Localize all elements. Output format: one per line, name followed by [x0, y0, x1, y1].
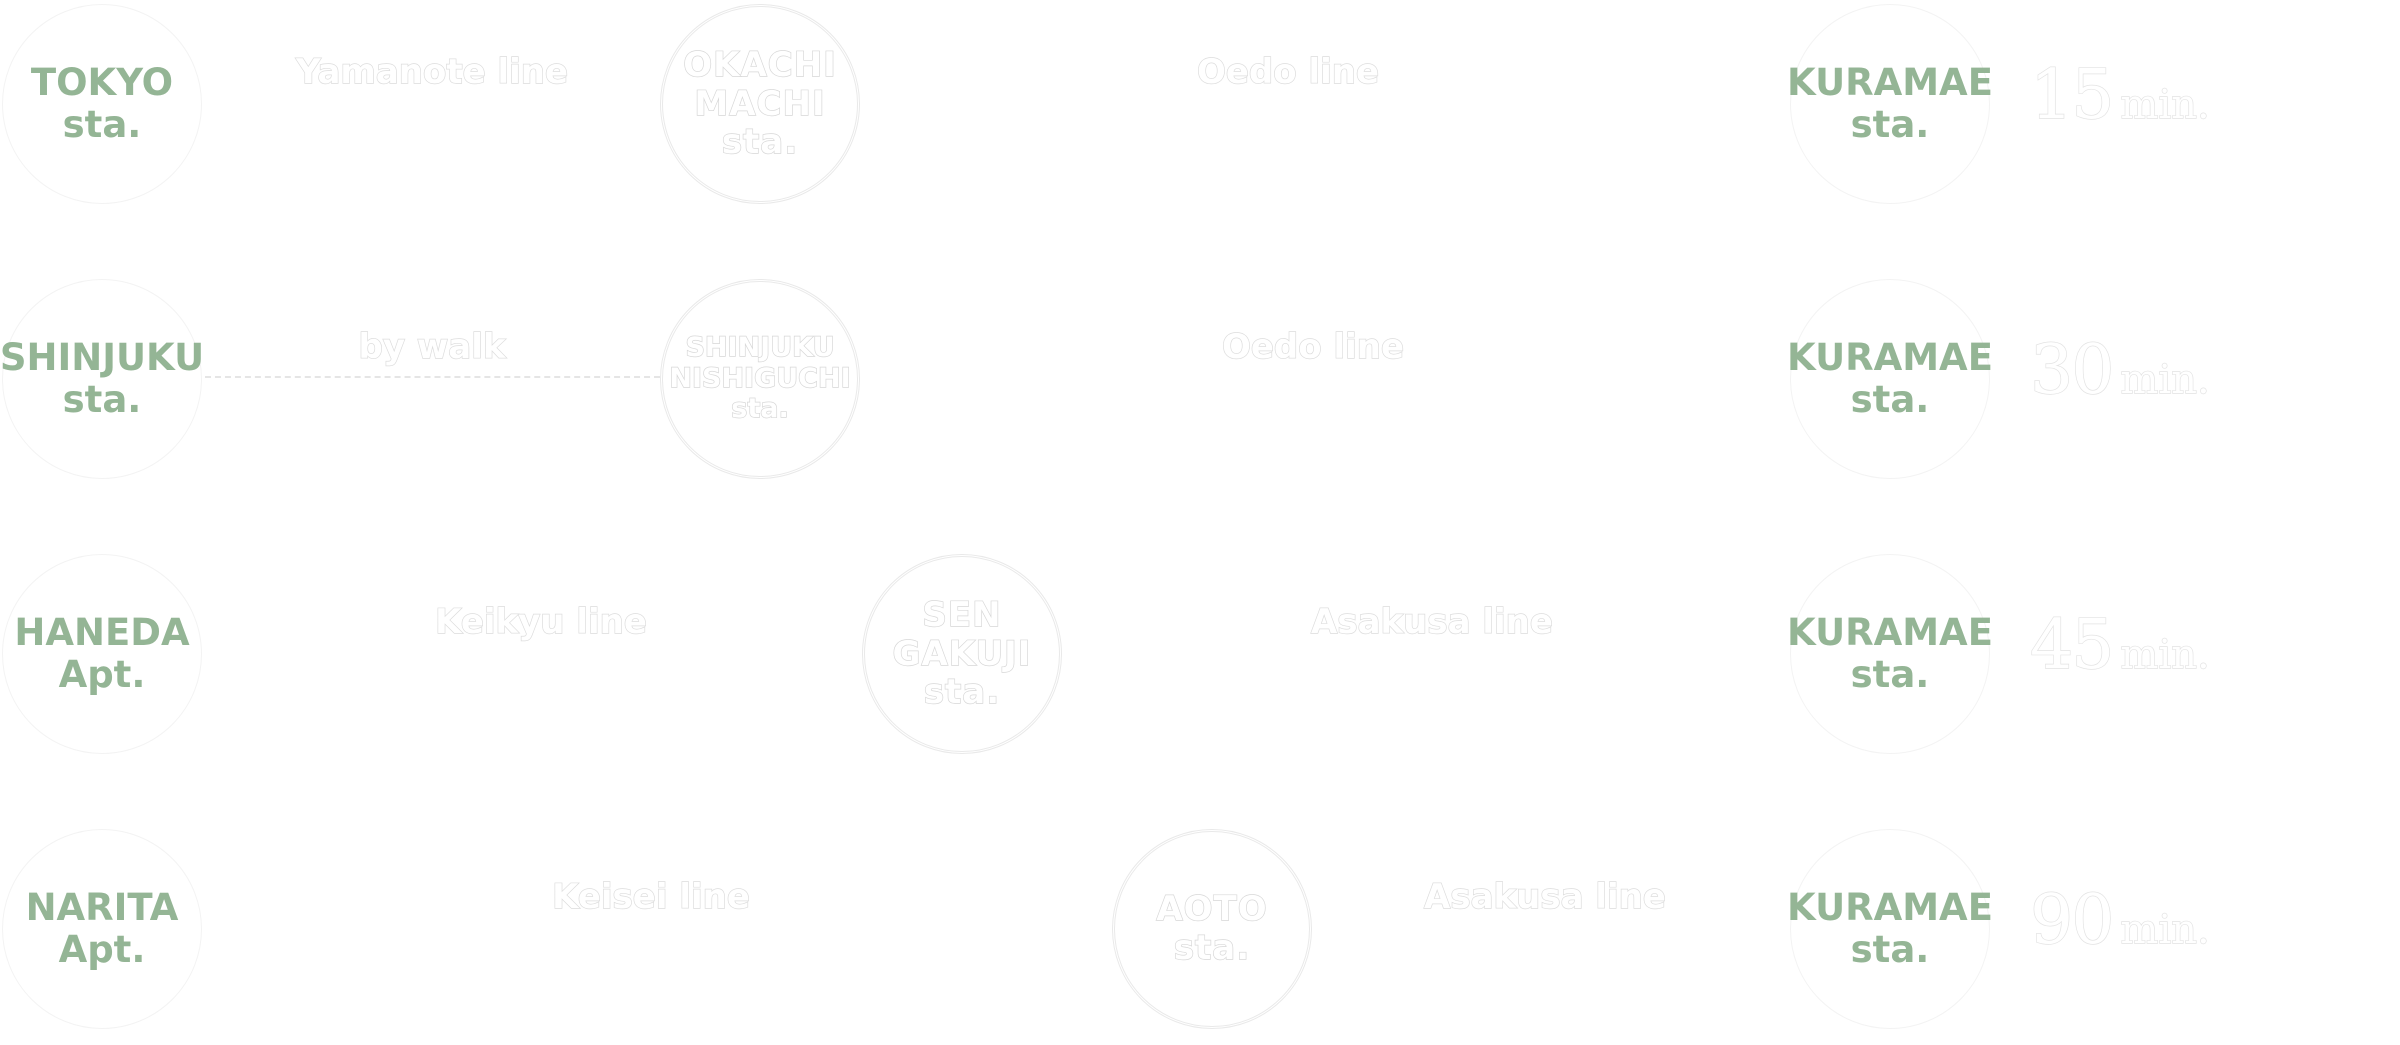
origin-station-narita: NARITA Apt. [2, 829, 202, 1029]
destination-name: KURAMAE [1787, 335, 1993, 379]
walking-path-line [205, 376, 660, 378]
leg-label-2: Oedo line [1221, 326, 1405, 367]
travel-time-value: 30 [2029, 330, 2115, 410]
route-shinjuku: SHINJUKU sta. by walk SHINJUKU NISHIGUCH… [0, 275, 2400, 495]
origin-suffix: Apt. [58, 928, 146, 971]
destination-suffix: sta. [1850, 103, 1930, 146]
leg-label-1: Yamanote line [295, 51, 569, 92]
leg-label-1: by walk [358, 326, 506, 367]
destination-suffix: sta. [1850, 378, 1930, 421]
transfer-line-1: SHINJUKU [685, 331, 835, 363]
origin-station-haneda: HANEDA Apt. [2, 554, 202, 754]
route-haneda: HANEDA Apt. Keikyu line SEN GAKUJI sta. … [0, 550, 2400, 770]
origin-station-tokyo: TOKYO sta. [2, 4, 202, 204]
transfer-line-3: sta. [731, 393, 790, 425]
leg-label-2: Asakusa line [1310, 601, 1553, 642]
transfer-line-3: sta. [721, 122, 799, 163]
transfer-line-2: NISHIGUCHI [669, 362, 852, 394]
destination-station: KURAMAE sta. [1787, 279, 1993, 479]
transfer-line-3: sta. [923, 672, 1001, 713]
origin-name: HANEDA [14, 610, 190, 654]
origin-suffix: sta. [62, 378, 142, 421]
travel-time-value: 90 [2029, 880, 2115, 960]
leg-label-2: Oedo line [1196, 51, 1380, 92]
travel-time-unit: min. [2120, 81, 2211, 128]
destination-name: KURAMAE [1787, 610, 1993, 654]
transfer-line-1: SEN [922, 594, 1002, 635]
destination-station: KURAMAE sta. [1787, 4, 1993, 204]
origin-station-shinjuku: SHINJUKU sta. [0, 279, 205, 479]
travel-time-value: 15 [2029, 55, 2115, 135]
travel-time-unit: min. [2120, 356, 2211, 403]
transfer-station: AOTO sta. [1112, 829, 1312, 1029]
destination-suffix: sta. [1850, 653, 1930, 696]
transfer-line-2: MACHI [694, 83, 826, 124]
leg-label-2: Asakusa line [1423, 876, 1666, 917]
transfer-line-2: sta. [1173, 928, 1251, 968]
transfer-line-1: OKACHI [682, 44, 837, 85]
origin-name: TOKYO [30, 60, 174, 104]
leg-label-1: Keisei line [551, 876, 750, 917]
transfer-station: OKACHI MACHI sta. [660, 4, 860, 204]
travel-time-unit: min. [2120, 906, 2211, 953]
transfer-line-1: AOTO [1156, 889, 1268, 930]
destination-name: KURAMAE [1787, 60, 1993, 104]
transfer-station: SHINJUKU NISHIGUCHI sta. [660, 279, 860, 479]
route-narita: NARITA Apt. Keisei line AOTO sta. Asakus… [0, 825, 2400, 1045]
transfer-station: SEN GAKUJI sta. [862, 554, 1062, 754]
route-tokyo: TOKYO sta. Yamanote line OKACHI MACHI st… [0, 0, 2400, 220]
travel-time-unit: min. [2120, 631, 2211, 678]
destination-suffix: sta. [1850, 928, 1930, 971]
leg-label-1: Keikyu line [434, 601, 647, 642]
transfer-line-2: GAKUJI [892, 633, 1032, 674]
destination-station: KURAMAE sta. [1787, 829, 1993, 1029]
destination-station: KURAMAE sta. [1787, 554, 1993, 754]
origin-suffix: sta. [62, 103, 142, 146]
origin-name: SHINJUKU [0, 335, 205, 379]
destination-name: KURAMAE [1787, 885, 1993, 929]
origin-suffix: Apt. [58, 653, 146, 696]
travel-time-value: 45 [2029, 605, 2115, 685]
origin-name: NARITA [25, 885, 179, 929]
